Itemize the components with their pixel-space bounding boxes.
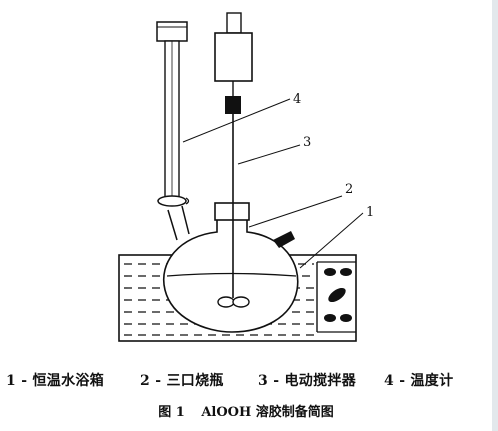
callout-1: 1 (366, 205, 374, 220)
figure-caption: 图 1 AlOOH 溶胶制备简图 (0, 401, 492, 420)
leader-lines (182, 98, 364, 269)
thermometer (156, 21, 190, 207)
legend-item-stirrer: 3 - 电动搅拌器 (258, 373, 356, 389)
legend-item-flask: 2 - 三口烧瓶 (140, 373, 224, 389)
apparatus-diagram: 4 3 2 1 (118, 12, 374, 342)
callout-2: 2 (345, 182, 353, 197)
legend-item-water-bath: 1 - 恒温水浴箱 (6, 373, 104, 389)
figure-title: AlOOH 溶胶制备简图 (201, 405, 334, 420)
callout-3: 3 (303, 135, 311, 150)
callout-4: 4 (293, 92, 301, 107)
electric-stirrer (214, 12, 253, 308)
legend-item-thermometer: 4 - 温度计 (384, 373, 454, 389)
figure-number: 图 1 (158, 405, 185, 420)
three-neck-flask (162, 202, 299, 333)
